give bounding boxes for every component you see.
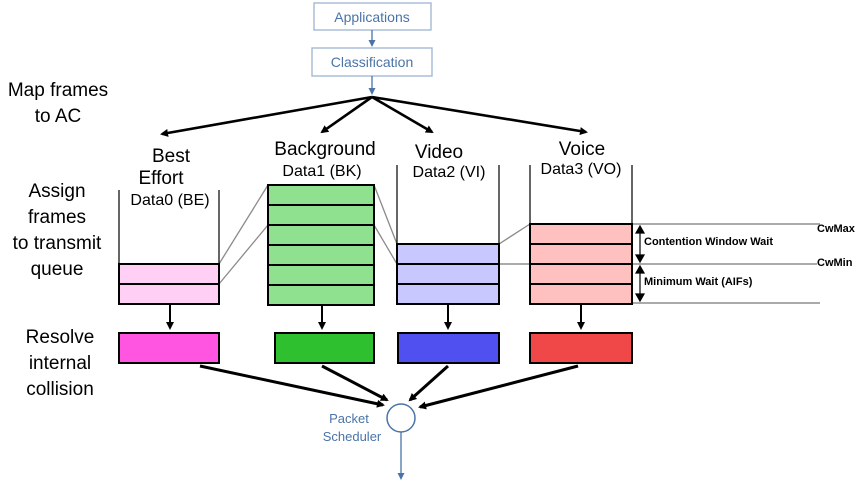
queue-slot bbox=[530, 244, 632, 264]
ac-queue bbox=[530, 224, 632, 304]
step-resolve-line3: collision bbox=[26, 379, 94, 400]
ac-queue-label: Data2 (VI) bbox=[413, 164, 486, 181]
queue-slot bbox=[530, 284, 632, 304]
step-resolve-line1: Resolve bbox=[26, 327, 95, 348]
step-assign-line4: queue bbox=[31, 259, 84, 280]
scheduler-label-line2: Scheduler bbox=[323, 429, 382, 444]
ac-output-frame bbox=[530, 333, 632, 363]
step-resolve-line2: internal bbox=[29, 353, 91, 374]
ac-queue bbox=[397, 244, 499, 304]
ac-name-line1: Background bbox=[274, 139, 375, 160]
ac-queue bbox=[119, 264, 219, 304]
queue-slot bbox=[397, 264, 499, 284]
ac-name-line2: Effort bbox=[138, 168, 184, 189]
map-arrow-be bbox=[162, 97, 372, 134]
cwmax-label: CwMax bbox=[817, 223, 856, 235]
ac-queue-label: Data3 (VO) bbox=[541, 161, 622, 178]
scheduler-arrows bbox=[200, 366, 578, 407]
queue-slot bbox=[268, 245, 374, 265]
queue-slot bbox=[119, 284, 219, 304]
ac-name-line1: Voice bbox=[559, 139, 605, 160]
queue-slot bbox=[268, 225, 374, 245]
ac-best-effort: Best Effort Data0 (BE) bbox=[119, 146, 219, 363]
queue-slot bbox=[397, 244, 499, 264]
ac-queue-label: Data1 (BK) bbox=[282, 163, 361, 180]
ac-queue bbox=[268, 185, 374, 305]
ac-name-line1: Best bbox=[152, 146, 191, 167]
map-arrows bbox=[162, 97, 586, 134]
step-assign-line1: Assign bbox=[28, 181, 85, 202]
ac-voice: Voice Data3 (VO) bbox=[530, 139, 632, 363]
queue-slot bbox=[530, 224, 632, 244]
queue-slot bbox=[397, 284, 499, 304]
queue-slot bbox=[268, 185, 374, 205]
queue-slot bbox=[268, 205, 374, 225]
queue-slot bbox=[119, 264, 219, 284]
step-assign-line3: to transmit bbox=[13, 233, 102, 254]
ac-name-line1: Video bbox=[415, 142, 463, 163]
ac-background: Background Data1 (BK) bbox=[268, 139, 376, 363]
ac-video: Video Data2 (VI) bbox=[397, 142, 499, 363]
contention-label: Contention Window Wait bbox=[644, 236, 773, 248]
step-map-line1: Map frames bbox=[8, 80, 108, 101]
ac-output-frame bbox=[119, 333, 219, 363]
scheduler-label-line1: Packet bbox=[329, 411, 369, 426]
ac-output-frame bbox=[398, 333, 499, 363]
queue-slot bbox=[268, 265, 374, 285]
ac-output-frame bbox=[275, 333, 374, 363]
step-assign-line2: frames bbox=[28, 207, 86, 228]
packet-scheduler-node bbox=[387, 404, 415, 432]
ac-queue-label: Data0 (BE) bbox=[130, 192, 209, 209]
minimum-wait-label: Minimum Wait (AIFs) bbox=[644, 276, 753, 288]
step-map-line2: to AC bbox=[35, 106, 81, 127]
cwmin-label: CwMin bbox=[817, 257, 853, 269]
applications-label: Applications bbox=[334, 9, 410, 25]
queue-slot bbox=[530, 264, 632, 284]
queue-slot bbox=[268, 285, 374, 305]
classification-label: Classification bbox=[331, 54, 413, 70]
